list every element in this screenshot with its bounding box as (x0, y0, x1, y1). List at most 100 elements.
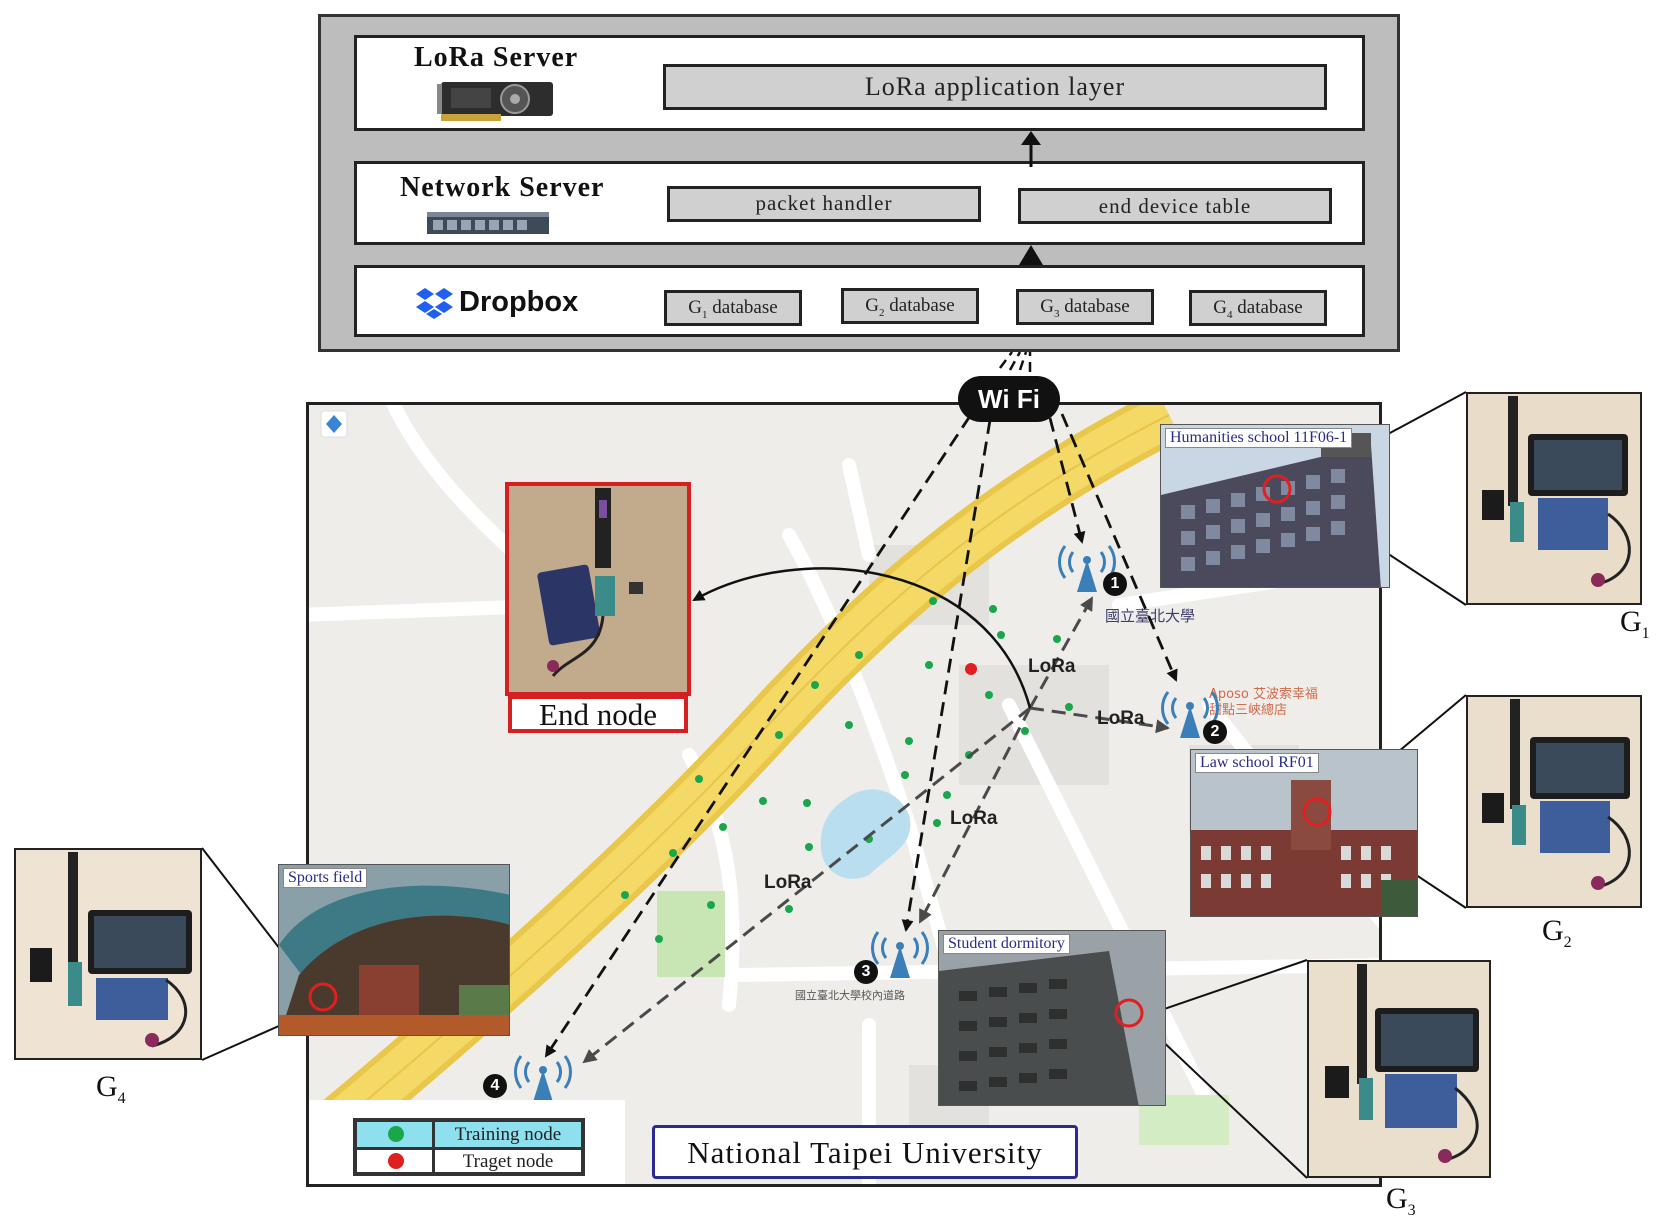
gateway-device-image-g1 (1468, 394, 1640, 603)
sports-field-image (279, 865, 509, 1035)
wifi-up-line-2 (1008, 351, 1022, 371)
gateway-tower-2-icon (1161, 691, 1219, 738)
dropbox-icon (416, 288, 453, 319)
gateway-badge-4: 4 (483, 1074, 507, 1098)
training-node (933, 819, 941, 827)
gateway-photo-g2 (1466, 695, 1642, 908)
gateway-tower-3-icon (871, 931, 929, 978)
gateway-photo-g3 (1307, 960, 1491, 1178)
wifi-up-line-3 (1018, 351, 1028, 371)
gateway-tower-4-icon (514, 1055, 572, 1102)
gateway-label-g4: G4 (96, 1070, 126, 1107)
training-node (719, 823, 727, 831)
training-node (1021, 727, 1029, 735)
training-node (925, 661, 933, 669)
gateway-label-g1: G1 (1620, 605, 1650, 642)
legend-training-dot (388, 1126, 404, 1142)
training-node (965, 751, 973, 759)
gateway-device-image-g4 (16, 850, 200, 1058)
lora-label-4: LoRa (764, 872, 812, 893)
map-label-shop-line1: Aposo 艾波索幸福 (1209, 687, 1318, 702)
legend-label-target: Traget node (462, 1151, 554, 1172)
gateway-badge-3: 3 (854, 960, 878, 984)
wifi-cloud-icon: Wi Fi (958, 376, 1060, 422)
g1-database-box: G1 database (664, 290, 802, 326)
arrow-up-dropbox-to-network (1019, 245, 1043, 265)
legend-row-training: Training node (357, 1122, 581, 1150)
legend-swatch-training (357, 1122, 435, 1147)
end-node-device-image (509, 486, 687, 692)
lora-label-2: LoRa (1097, 708, 1145, 729)
gateway-device-image-g3 (1309, 962, 1489, 1176)
g3-database-box: G3 database (1016, 289, 1154, 325)
gateway-device-image-g2 (1468, 697, 1640, 906)
lora-application-layer: LoRa application layer (663, 64, 1327, 110)
rack-server-icon (427, 212, 549, 234)
wifi-up-line-1 (999, 351, 1013, 369)
training-node (775, 731, 783, 739)
training-node (1053, 635, 1061, 643)
lora-label-1: LoRa (1028, 656, 1076, 677)
end-device-table-box: end device table (1018, 188, 1332, 224)
training-node (985, 691, 993, 699)
server-stack: LoRa Server LoRa application layer Netwo… (318, 14, 1400, 352)
wifi-label-left: Wi (978, 384, 1010, 414)
network-server-title: Network Server (400, 172, 605, 203)
gateway-photo-g4 (14, 848, 202, 1060)
site-photo-dormitory: Student dormitory (938, 930, 1166, 1106)
training-node (695, 775, 703, 783)
gpu-card-icon (437, 82, 553, 121)
legend: Training node Traget node (353, 1118, 585, 1176)
training-node (901, 771, 909, 779)
wifi-label-right: Fi (1016, 384, 1040, 414)
map-label-shop: Aposo 艾波索幸福 甜點三峽總店 (1209, 687, 1318, 719)
training-node (929, 597, 937, 605)
gateway-photo-g1 (1466, 392, 1642, 605)
training-node (997, 631, 1005, 639)
gateway-badge-1: 1 (1103, 572, 1127, 596)
site-photo-humanities: Humanities school 11F06-1 (1160, 424, 1390, 588)
training-node (655, 935, 663, 943)
site-photo-sports-field: Sports field (278, 864, 510, 1036)
site-caption-dormitory: Student dormitory (943, 934, 1070, 954)
network-server-layer: Network Server packet handler end device… (354, 161, 1365, 245)
training-node (805, 843, 813, 851)
end-node-photo (505, 482, 691, 696)
end-node-label: End node (508, 695, 688, 733)
g4-database-box: G4 database (1189, 290, 1327, 326)
site-caption-sports-field: Sports field (283, 868, 368, 888)
map-label-shop-line2: 甜點三峽總店 (1209, 703, 1288, 718)
training-node (943, 791, 951, 799)
training-node (989, 605, 997, 613)
training-node (621, 891, 629, 899)
training-node (669, 849, 677, 857)
legend-swatch-target (357, 1149, 435, 1174)
dropbox-layer: Dropbox G1 database G2 database G3 datab… (354, 265, 1365, 337)
arrow-up-network-to-app (1021, 131, 1041, 167)
gateway-label-g3: G3 (1386, 1182, 1416, 1219)
gateway-label-g2: G2 (1542, 914, 1572, 951)
humanities-building-image (1161, 425, 1389, 587)
packet-handler-box: packet handler (667, 186, 981, 222)
dropbox-title: Dropbox (459, 286, 579, 318)
training-node (785, 905, 793, 913)
dormitory-building-image (939, 931, 1165, 1105)
site-photo-law: Law school RF01 (1190, 749, 1418, 917)
target-node (965, 663, 977, 675)
training-node (707, 901, 715, 909)
legend-target-dot (388, 1153, 404, 1169)
gateway-badge-2: 2 (1203, 720, 1227, 744)
university-label: National Taipei University (652, 1125, 1078, 1179)
training-node (845, 721, 853, 729)
training-node (865, 835, 873, 843)
training-node (811, 681, 819, 689)
training-node (855, 651, 863, 659)
legend-row-target: Traget node (357, 1149, 581, 1174)
site-caption-law: Law school RF01 (1195, 753, 1319, 773)
lora-server-title: LoRa Server (414, 42, 579, 73)
training-node (1065, 703, 1073, 711)
law-building-image (1191, 750, 1417, 916)
site-caption-humanities: Humanities school 11F06-1 (1165, 428, 1353, 448)
training-node (905, 737, 913, 745)
training-node (759, 797, 767, 805)
